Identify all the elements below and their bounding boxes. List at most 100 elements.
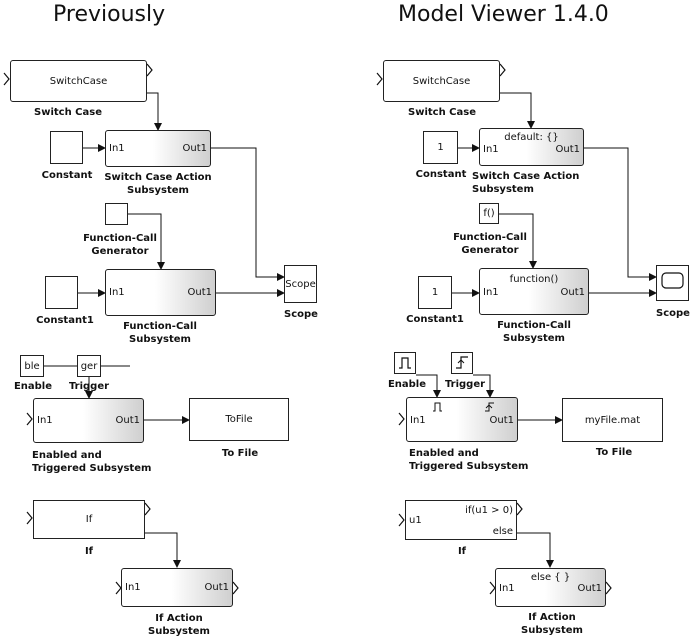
r-fc-subsystem-label-2: Subsystem <box>503 333 565 344</box>
r-enable-block[interactable] <box>394 352 416 374</box>
out-port-label: Out1 <box>489 415 515 426</box>
r-constant1-text: 1 <box>431 287 439 298</box>
enable-pulse-icon <box>399 357 411 369</box>
trigger-port-icon <box>485 402 494 412</box>
r-if-block[interactable]: if(u1 > 0) u1 else <box>405 500 517 540</box>
enable-port-icon <box>433 402 442 412</box>
port-chevron-icon <box>26 412 33 426</box>
r-sc-action-label-2: Subsystem <box>472 184 534 195</box>
trigger-label: Trigger <box>68 381 110 392</box>
port-chevron-icon <box>146 63 153 77</box>
r-to-file-label: To File <box>595 447 633 458</box>
enable-block[interactable]: ble <box>20 355 44 377</box>
r-function-call-subsystem[interactable]: function() In1 Out1 <box>479 268 589 315</box>
port-chevron-icon <box>605 581 612 595</box>
wire-action-to-scope <box>211 147 285 281</box>
fc-subsystem-label-1: Function-Call <box>123 321 197 332</box>
r-to-file-block[interactable]: myFile.mat <box>562 398 663 442</box>
in-port-label: In1 <box>483 287 499 298</box>
port-chevron-icon <box>3 72 10 86</box>
if-action-label-2: Subsystem <box>148 626 210 637</box>
to-file-block[interactable]: ToFile <box>189 398 289 441</box>
r-switch-case-label: Switch Case <box>408 107 476 118</box>
scope-text: Scope <box>285 278 316 290</box>
r-function-call-generator-block[interactable]: f() <box>479 203 499 224</box>
scope-screen-icon <box>661 272 684 289</box>
out-port-label: Out1 <box>182 143 208 154</box>
r-if-else: else <box>492 526 513 537</box>
r-switch-case-block[interactable]: SwitchCase <box>383 60 500 102</box>
r-switch-case-action-subsystem[interactable]: default: {} In1 Out1 <box>479 128 584 166</box>
r-constant1-label: Constant1 <box>406 314 464 325</box>
trigger-edge-icon <box>456 356 468 369</box>
r-sc-action-title: default: {} <box>504 132 559 143</box>
r-scope-label: Scope <box>656 308 690 319</box>
in-port-label: In1 <box>109 287 125 298</box>
function-call-subsystem[interactable]: In1 Out1 <box>105 269 216 316</box>
out-port-label: Out1 <box>115 415 141 426</box>
port-chevron-icon <box>398 412 405 426</box>
in-port-label: In1 <box>125 582 141 593</box>
r-if-action-label-1: If Action <box>528 612 576 623</box>
r-sc-action-label-1: Switch Case Action <box>472 171 580 182</box>
r-enabled-triggered-subsystem[interactable]: In1 Out1 <box>406 397 518 442</box>
r-if-action-title: else { } <box>530 572 571 583</box>
trigger-block[interactable]: ger <box>77 355 101 377</box>
r-constant-label: Constant <box>415 169 467 180</box>
constant-block[interactable] <box>50 131 83 164</box>
to-file-label: To File <box>221 448 259 459</box>
r-constant-block[interactable]: 1 <box>423 131 458 164</box>
r-if-condition: if(u1 > 0) <box>465 505 513 516</box>
port-chevron-icon <box>26 511 33 525</box>
out-port-label: Out1 <box>560 287 586 298</box>
port-chevron-icon <box>376 72 383 86</box>
in-port-label: In1 <box>483 144 499 155</box>
in-port-label: In1 <box>37 415 53 426</box>
constant-label: Constant <box>41 170 93 181</box>
r-fcg-text: f() <box>483 208 495 219</box>
port-chevron-icon <box>398 513 405 527</box>
if-text: If <box>85 514 93 525</box>
fcg-label-1: Function-Call <box>83 233 157 244</box>
if-action-label-1: If Action <box>155 613 203 624</box>
r-et-label-1: Enabled and <box>409 448 479 459</box>
r-scope-block[interactable] <box>656 265 689 301</box>
r-if-action-subsystem[interactable]: else { } In1 Out1 <box>495 568 606 607</box>
et-label-2: Triggered Subsystem <box>32 463 152 474</box>
function-call-generator-block[interactable] <box>105 203 128 225</box>
r-if-label: If <box>457 546 467 557</box>
scope-block[interactable]: Scope <box>284 265 317 303</box>
wire-r-trigger-to-et <box>473 374 494 398</box>
if-action-subsystem[interactable]: In1 Out1 <box>121 568 233 607</box>
switch-case-action-subsystem[interactable]: In1 Out1 <box>105 130 211 167</box>
port-chevron-icon <box>499 63 506 77</box>
switch-case-text: SwitchCase <box>49 75 108 87</box>
r-constant1-block[interactable]: 1 <box>418 276 452 309</box>
to-file-text: ToFile <box>225 414 253 425</box>
r-if-action-label-2: Subsystem <box>521 625 583 636</box>
fcg-label-2: Generator <box>91 246 149 257</box>
r-switch-case-text: SwitchCase <box>412 75 471 87</box>
r-trigger-label: Trigger <box>444 379 486 390</box>
enable-text: ble <box>24 360 40 372</box>
out-port-label: Out1 <box>577 583 603 594</box>
scope-label: Scope <box>284 309 318 320</box>
if-block[interactable]: If <box>33 500 145 539</box>
trigger-text: ger <box>80 360 98 372</box>
r-to-file-text: myFile.mat <box>584 414 641 426</box>
et-label-1: Enabled and <box>32 450 102 461</box>
enabled-triggered-subsystem[interactable]: In1 Out1 <box>33 398 144 443</box>
heading-previously: Previously <box>53 2 166 27</box>
constant1-block[interactable] <box>45 276 78 309</box>
switch-case-block[interactable]: SwitchCase <box>10 60 147 102</box>
r-trigger-block[interactable] <box>451 352 473 374</box>
r-fc-subsystem-label-1: Function-Call <box>497 320 571 331</box>
heading-model-viewer: Model Viewer 1.4.0 <box>398 2 609 27</box>
